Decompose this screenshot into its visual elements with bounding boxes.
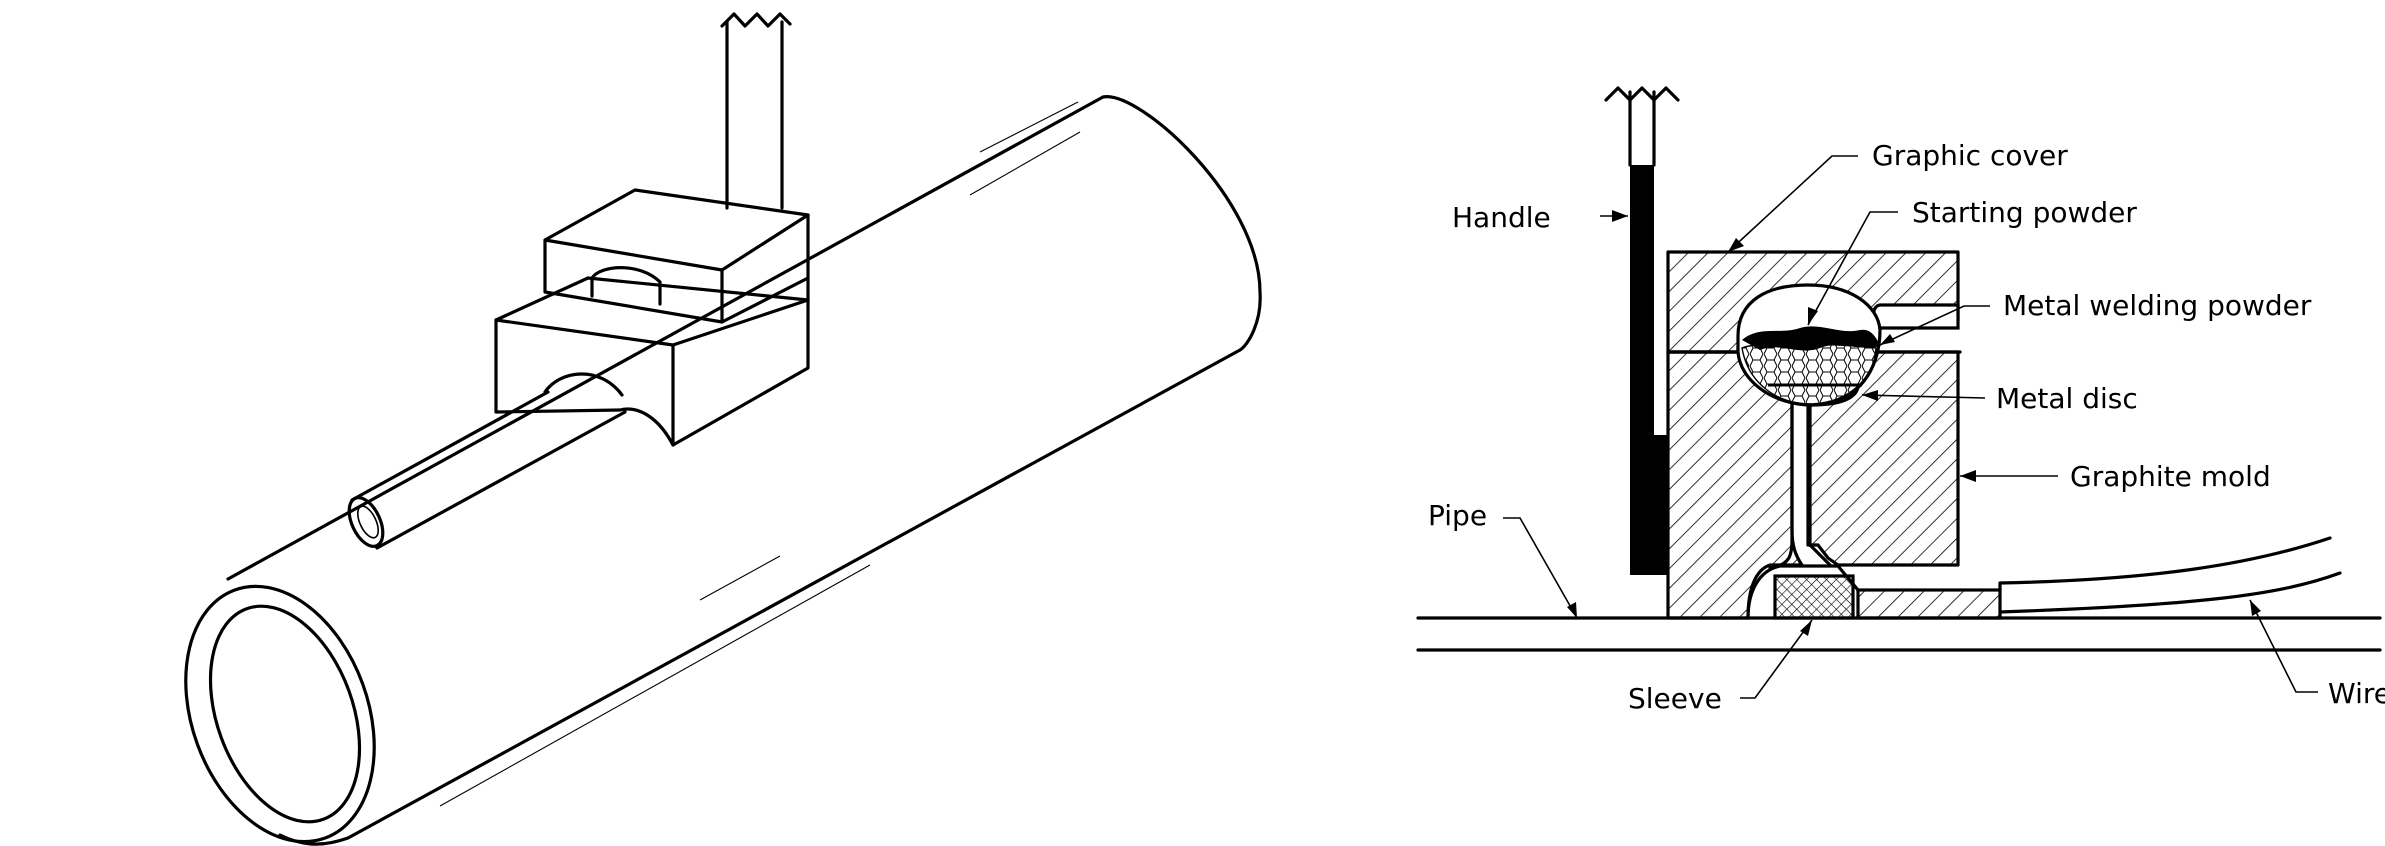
sleeve-section <box>1746 564 1860 620</box>
label-graphic-cover: Graphic cover <box>1727 139 2068 253</box>
pipe-section <box>1416 616 2382 652</box>
pipe-isometric <box>184 95 1262 846</box>
handle-section <box>1604 86 1680 575</box>
label-graphite-mold: Graphite mold <box>1960 460 2271 493</box>
wire-section <box>1998 536 2342 614</box>
label-metal-disc-text: Metal disc <box>1996 382 2138 415</box>
label-metal-welding-powder: Metal welding powder <box>1879 289 2312 346</box>
label-sleeve: Sleeve <box>1628 619 1813 715</box>
label-handle-text: Handle <box>1452 201 1551 234</box>
label-graphite-mold-text: Graphite mold <box>2070 460 2271 493</box>
label-pipe: Pipe <box>1428 499 1578 619</box>
mold-isometric <box>347 12 810 550</box>
label-wire: Wire <box>2249 599 2385 710</box>
label-starting-powder: Starting powder <box>1807 196 2137 326</box>
label-graphic-cover-text: Graphic cover <box>1872 139 2068 172</box>
graphite-mold-section <box>1666 250 2002 620</box>
label-metal-disc: Metal disc <box>1861 382 2138 415</box>
label-wire-text: Wire <box>2328 677 2385 710</box>
label-metal-welding-powder-text: Metal welding powder <box>2003 289 2312 322</box>
label-starting-powder-text: Starting powder <box>1912 196 2137 229</box>
label-handle: Handle <box>1452 201 1628 234</box>
label-pipe-text: Pipe <box>1428 499 1487 532</box>
label-sleeve-text: Sleeve <box>1628 682 1722 715</box>
